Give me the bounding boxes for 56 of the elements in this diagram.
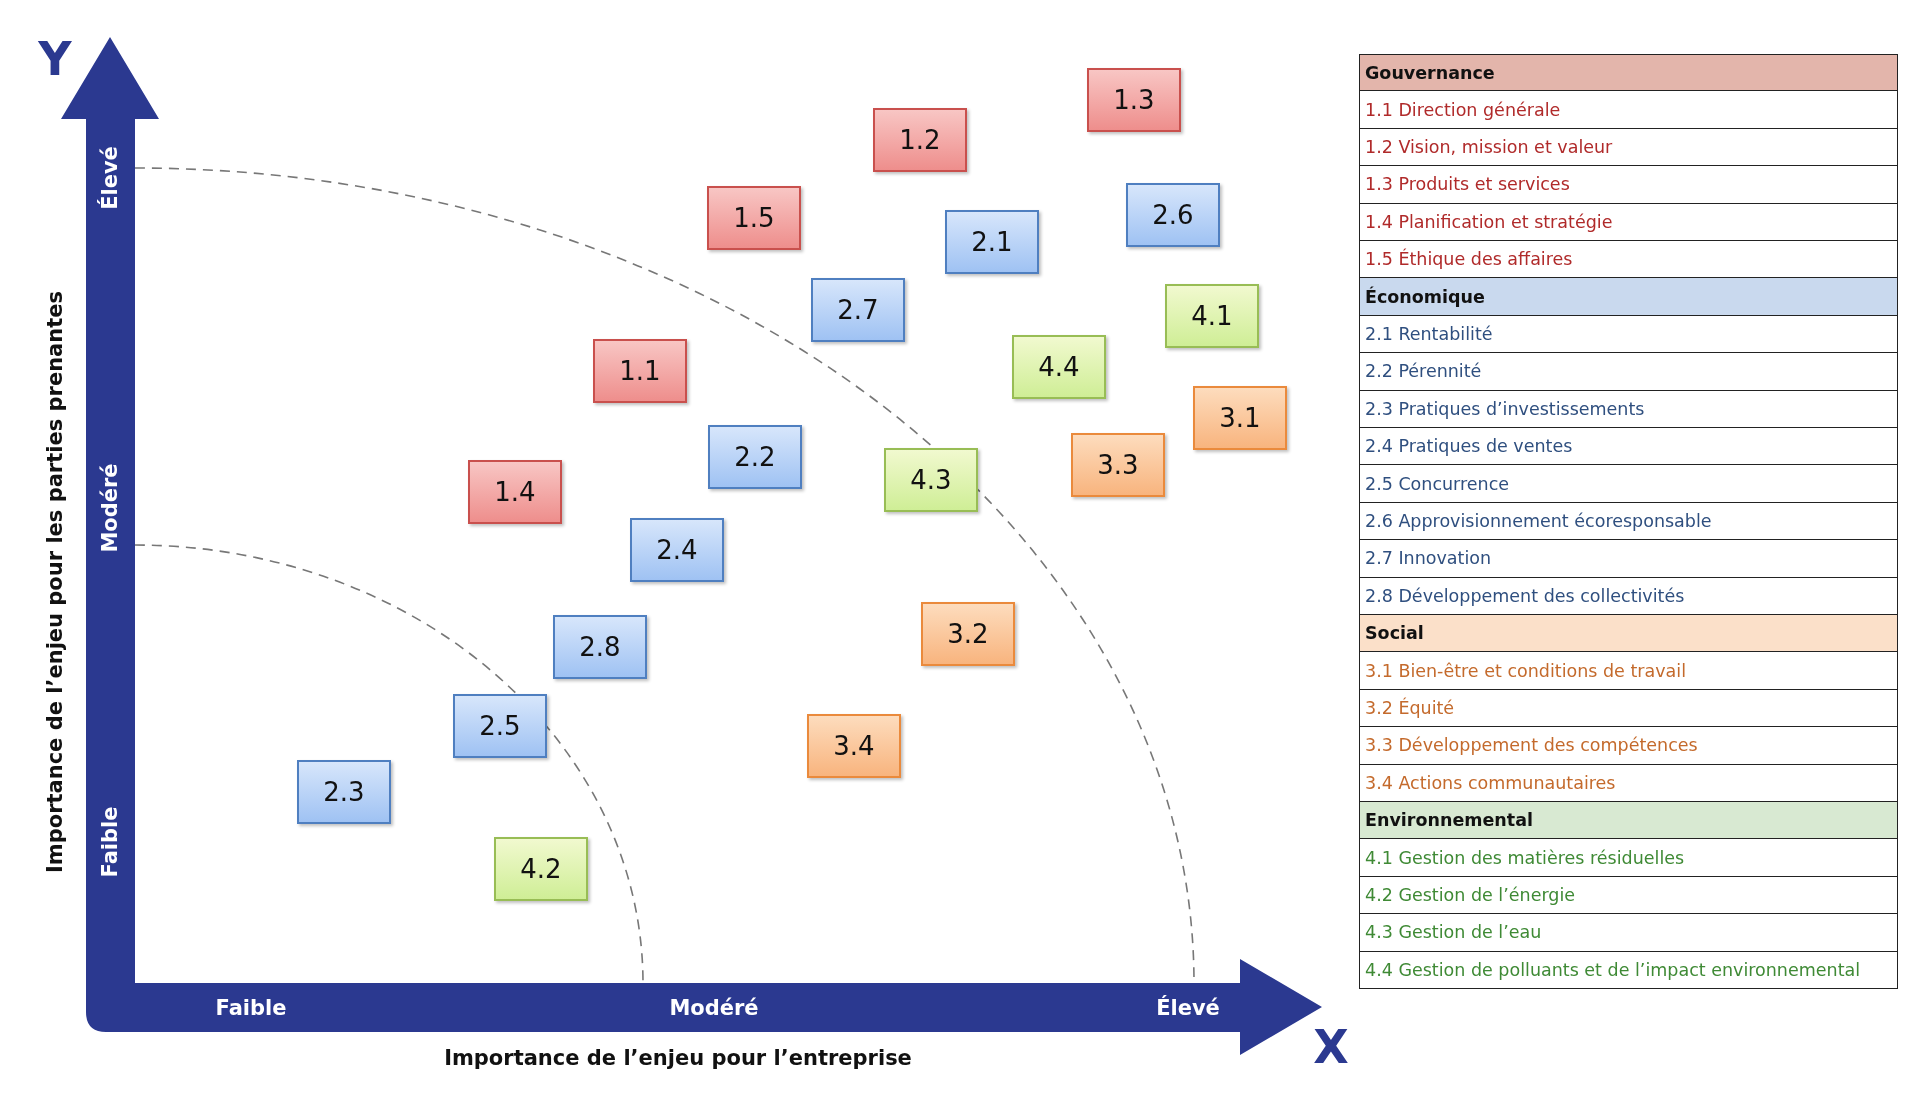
axis-tick-label: Faible [215, 997, 287, 1019]
issue-box: 4.2 [494, 837, 588, 901]
axis-tick-label: Modéré [99, 463, 121, 553]
axis-tick-label: Modéré [669, 997, 759, 1019]
issue-description: 3.2 Équité [1364, 698, 1455, 718]
issue-description: 2.1 Rentabilité [1364, 324, 1493, 344]
issue-description: 1.2 Vision, mission et valeur [1364, 137, 1613, 157]
issue-box: 4.1 [1165, 284, 1259, 348]
issue-description: 1.4 Planification et stratégie [1364, 211, 1613, 232]
issue-box: 1.1 [593, 339, 687, 403]
category-heading: Environnemental [1364, 810, 1533, 831]
issue-box: 2.8 [553, 615, 647, 679]
issue-box: 4.3 [884, 448, 978, 512]
issue-box: 2.1 [945, 210, 1039, 274]
axis-letter: X [1313, 1024, 1349, 1070]
issue-description: 2.8 Développement des collectivités [1364, 585, 1685, 606]
category-heading: Économique [1364, 286, 1485, 307]
issue-description: 3.1 Bien-être et conditions de travail [1364, 660, 1686, 681]
issue-description: 2.5 Concurrence [1364, 473, 1510, 494]
axis-title: Importance de l’enjeu pour les parties prenantes [44, 291, 66, 873]
issue-box: 2.6 [1126, 183, 1220, 247]
issue-description: 2.2 Pérennité [1364, 361, 1482, 382]
issue-box: 2.4 [630, 518, 724, 582]
issue-description: 1.1 Direction générale [1364, 99, 1561, 120]
issue-box: 3.1 [1193, 386, 1287, 450]
issue-box: 1.3 [1087, 68, 1181, 132]
issue-box: 4.4 [1012, 335, 1106, 399]
issue-box: 3.4 [807, 714, 901, 778]
issue-description: 1.5 Éthique des affaires [1364, 249, 1573, 270]
axis-title: Importance de l’enjeu pour l’entreprise [444, 1047, 912, 1069]
axis-tick-label: Élevé [99, 146, 121, 210]
issue-description: 2.7 Innovation [1364, 548, 1492, 569]
issue-description: 3.3 Développement des compétences [1364, 735, 1698, 756]
issue-description: 1.3 Produits et services [1364, 174, 1570, 195]
issue-box: 1.5 [707, 186, 801, 250]
issue-description: 4.4 Gestion de polluants et de l’impact environnemental [1364, 959, 1861, 980]
axis-tick-label: Faible [99, 806, 121, 878]
issue-box: 2.7 [811, 278, 905, 342]
axis-tick-label: Élevé [1156, 997, 1220, 1019]
issue-description: 4.2 Gestion de l’énergie [1364, 885, 1576, 905]
issue-box: 3.2 [921, 602, 1015, 666]
issue-description: 2.3 Pratiques d’investissements [1364, 398, 1645, 419]
issue-description: 3.4 Actions communautaires [1364, 772, 1616, 793]
issue-box: 2.5 [453, 694, 547, 758]
issue-description: 4.3 Gestion de l’eau [1364, 922, 1542, 943]
issue-box: 2.3 [297, 760, 391, 824]
issue-description: 2.4 Pratiques de ventes [1364, 436, 1573, 457]
issue-description: 4.1 Gestion des matières résiduelles [1364, 847, 1685, 868]
category-heading: Social [1364, 623, 1424, 644]
issue-box: 2.2 [708, 425, 802, 489]
issue-box: 3.3 [1071, 433, 1165, 497]
axis-letter: Y [38, 36, 72, 82]
category-heading: Gouvernance [1364, 62, 1495, 83]
issue-box: 1.2 [873, 108, 967, 172]
issue-box: 1.4 [468, 460, 562, 524]
issue-description: 2.6 Approvisionnement écoresponsable [1364, 511, 1712, 531]
